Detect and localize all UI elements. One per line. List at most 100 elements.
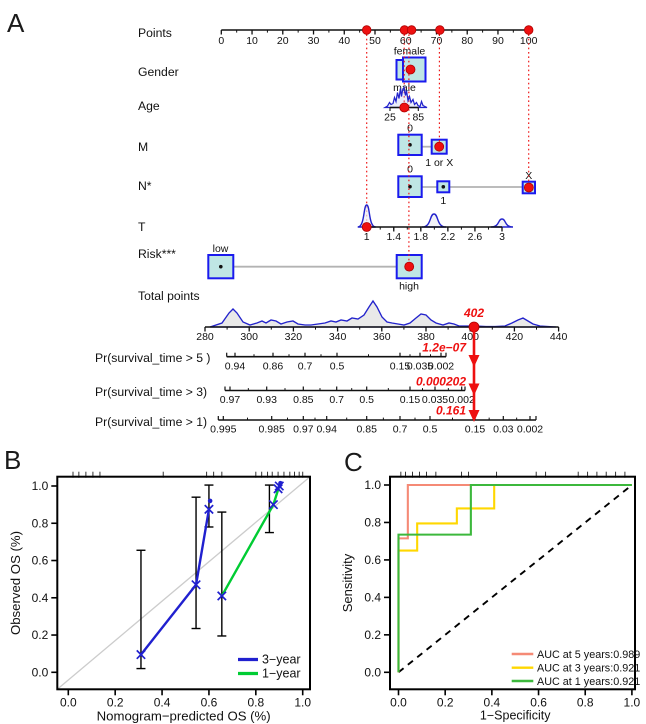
- svg-text:1.0: 1.0: [624, 695, 641, 709]
- svg-text:0.2: 0.2: [107, 695, 124, 709]
- svg-text:N*: N*: [138, 179, 152, 193]
- svg-text:300: 300: [240, 331, 258, 343]
- svg-text:0.4: 0.4: [484, 695, 501, 709]
- svg-text:Observed OS (%): Observed OS (%): [8, 531, 23, 635]
- svg-text:Pr(survival_time > 1): Pr(survival_time > 1): [95, 415, 207, 429]
- svg-text:0.97: 0.97: [293, 424, 314, 436]
- svg-text:0.4: 0.4: [32, 591, 49, 605]
- m-row: 0 1 or X: [397, 123, 453, 169]
- svg-text:0.8: 0.8: [364, 515, 381, 529]
- svg-text:70: 70: [431, 35, 443, 47]
- svg-text:low: low: [213, 243, 229, 255]
- svg-text:Points: Points: [138, 26, 172, 40]
- svg-text:1−Specificity: 1−Specificity: [480, 708, 551, 722]
- svg-text:T: T: [138, 220, 146, 234]
- svg-text:0.002: 0.002: [449, 394, 475, 406]
- roc-curve-2: [397, 483, 632, 673]
- svg-text:0.6: 0.6: [530, 695, 547, 709]
- svg-text:0.161: 0.161: [436, 404, 466, 418]
- svg-text:60: 60: [400, 35, 412, 47]
- svg-text:0.85: 0.85: [356, 424, 377, 436]
- svg-text:80: 80: [461, 35, 473, 47]
- svg-text:0.2: 0.2: [437, 695, 454, 709]
- svg-text:0.6: 0.6: [364, 553, 381, 567]
- svg-text:1−year: 1−year: [262, 667, 301, 681]
- svg-text:30: 30: [308, 35, 320, 47]
- svg-text:0.0: 0.0: [32, 665, 49, 679]
- svg-text:420: 420: [506, 331, 524, 343]
- total-points-arrow: [468, 327, 480, 422]
- svg-text:90: 90: [492, 35, 504, 47]
- svg-text:402: 402: [463, 306, 484, 320]
- svg-text:Pr(survival_time > 3): Pr(survival_time > 3): [95, 385, 207, 399]
- svg-text:0.002: 0.002: [428, 361, 454, 373]
- svg-text:50: 50: [369, 35, 381, 47]
- svg-text:1.4: 1.4: [386, 231, 401, 243]
- svg-text:280: 280: [196, 331, 214, 343]
- svg-text:Age: Age: [138, 99, 160, 113]
- svg-text:0.7: 0.7: [393, 424, 408, 436]
- svg-text:0.8: 0.8: [32, 516, 49, 530]
- svg-text:25: 25: [384, 112, 396, 124]
- svg-text:0.4: 0.4: [154, 695, 171, 709]
- svg-text:0.94: 0.94: [225, 361, 246, 373]
- svg-text:380: 380: [417, 331, 435, 343]
- risk-row: low high: [207, 243, 423, 293]
- svg-text:0.002: 0.002: [517, 424, 543, 436]
- svg-text:0.035: 0.035: [422, 394, 448, 406]
- svg-text:0.5: 0.5: [423, 424, 438, 436]
- panel-label-a: A: [7, 8, 25, 38]
- panel-label-b: B: [4, 445, 22, 475]
- roc-curve-1: [397, 483, 632, 673]
- svg-text:0.97: 0.97: [220, 394, 241, 406]
- svg-text:Total points: Total points: [138, 289, 200, 303]
- svg-text:360: 360: [373, 331, 391, 343]
- svg-text:female: female: [394, 46, 426, 58]
- svg-text:0.2: 0.2: [364, 628, 381, 642]
- panel-label-c: C: [344, 447, 363, 477]
- svg-text:0.93: 0.93: [256, 394, 277, 406]
- svg-text:0.2: 0.2: [32, 628, 49, 642]
- svg-text:10: 10: [246, 35, 258, 47]
- svg-text:0.85: 0.85: [293, 394, 314, 406]
- svg-text:AUC at 5 years:0.989: AUC at 5 years:0.989: [537, 649, 640, 661]
- svg-text:high: high: [399, 281, 419, 293]
- svg-text:1.2e−07: 1.2e−07: [422, 341, 467, 355]
- svg-text:0.985: 0.985: [259, 424, 285, 436]
- svg-text:0.4: 0.4: [364, 590, 381, 604]
- svg-text:2.6: 2.6: [468, 231, 483, 243]
- svg-text:M: M: [138, 140, 148, 154]
- svg-text:3: 3: [499, 231, 505, 243]
- svg-text:1.0: 1.0: [294, 695, 311, 709]
- svg-text:0.035: 0.035: [407, 361, 433, 373]
- svg-text:0.000202: 0.000202: [416, 375, 466, 389]
- svg-text:85: 85: [412, 112, 424, 124]
- svg-text:0.0: 0.0: [390, 695, 407, 709]
- svg-text:0.03: 0.03: [493, 424, 514, 436]
- svg-text:0.15: 0.15: [465, 424, 486, 436]
- svg-text:20: 20: [277, 35, 289, 47]
- svg-text:1 or X: 1 or X: [425, 157, 453, 169]
- svg-text:2.2: 2.2: [441, 231, 456, 243]
- svg-text:0: 0: [218, 35, 224, 47]
- svg-text:100: 100: [520, 35, 538, 47]
- n-row: 01X: [397, 164, 537, 207]
- svg-text:0.8: 0.8: [247, 695, 264, 709]
- svg-text:1: 1: [364, 231, 370, 243]
- svg-text:0.15: 0.15: [400, 394, 421, 406]
- svg-text:1.0: 1.0: [364, 478, 381, 492]
- svg-text:0: 0: [407, 123, 413, 135]
- svg-text:Risk***: Risk***: [138, 247, 176, 261]
